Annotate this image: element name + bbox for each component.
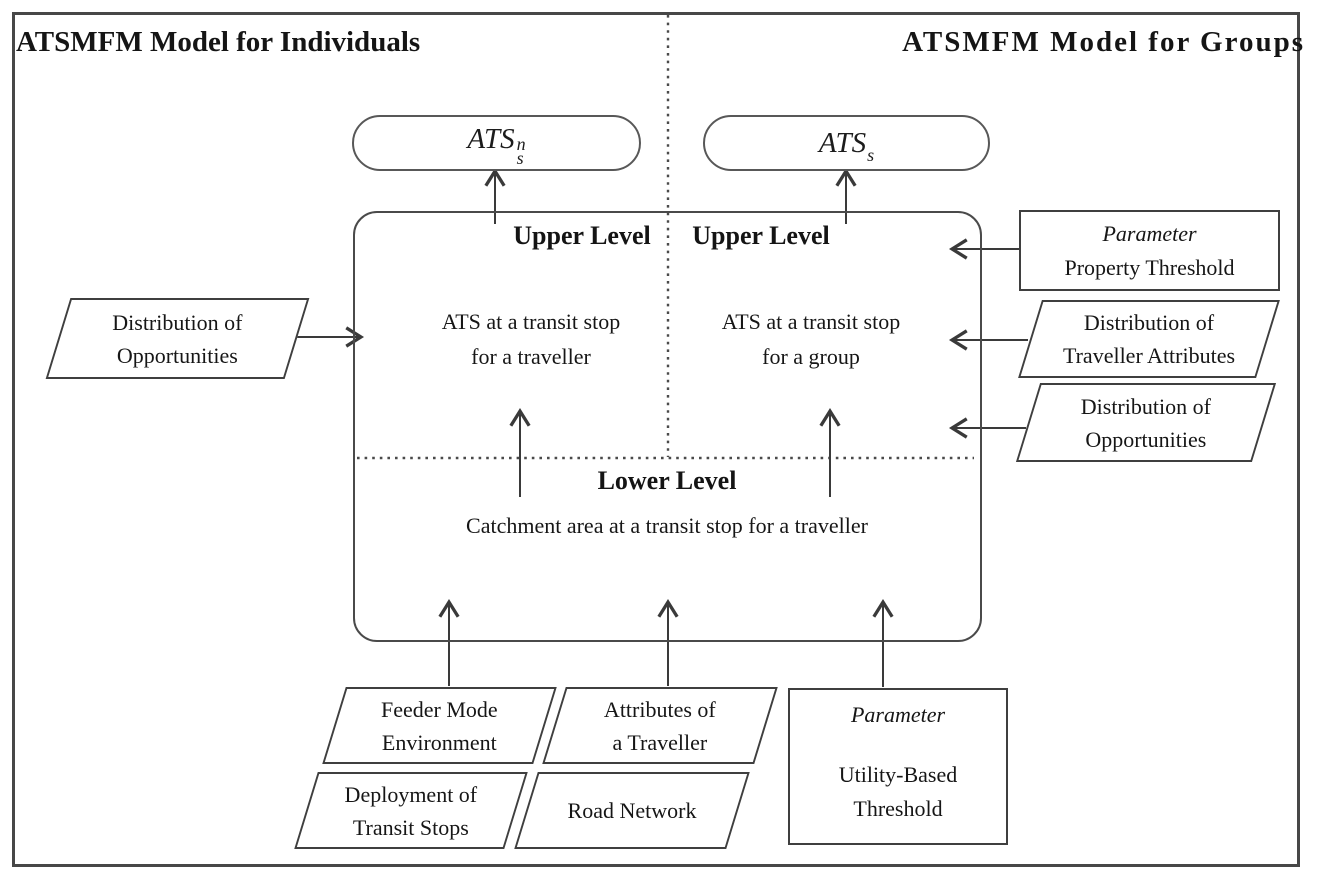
parameter-label: Property Threshold	[1064, 254, 1235, 280]
outer-frame	[12, 12, 1300, 867]
parameter-tag: Parameter	[850, 702, 946, 727]
input-attributes-of-a-traveller: Attributes of a Traveller	[542, 687, 778, 764]
input-feeder-mode-environment: Feeder Mode Environment	[322, 687, 557, 764]
parameter-tag: Parameter	[1102, 220, 1197, 246]
parameter-label: Utility-Based Threshold	[838, 762, 958, 821]
input-distribution-opportunities-left: Distribution of Opportunities	[45, 298, 310, 379]
parameter-property-threshold: Parameter Property Threshold	[1019, 210, 1280, 291]
bilevel-model-box	[353, 211, 982, 642]
input-deployment-of-transit-stops: Deployment of Transit Stops	[294, 772, 528, 849]
title-groups: ATSMFM Model for Groups	[902, 26, 1305, 58]
title-individuals: ATSMFM Model for Individuals	[16, 26, 421, 58]
upper-level-text-traveller: ATS at a transit stop for a traveller	[441, 309, 621, 369]
lower-level-label: Lower Level	[597, 466, 737, 495]
upper-level-label-individuals: Upper Level	[513, 221, 651, 250]
input-distribution-opportunities-right: Distribution of Opportunities	[1015, 383, 1277, 462]
math-ats-group: ATSs	[818, 126, 875, 165]
parameter-utility-based-threshold: Parameter Utility-Based Threshold	[788, 688, 1008, 845]
output-node-ats-group: ATSs	[703, 115, 990, 171]
upper-level-label-groups: Upper Level	[692, 221, 830, 250]
lower-level-text-catchment: Catchment area at a transit stop for a t…	[466, 513, 868, 538]
input-distribution-traveller-attributes: Distribution of Traveller Attributes	[1018, 300, 1280, 378]
upper-level-text-group: ATS at a transit stop for a group	[721, 309, 901, 369]
input-road-network: Road Network	[514, 772, 750, 849]
